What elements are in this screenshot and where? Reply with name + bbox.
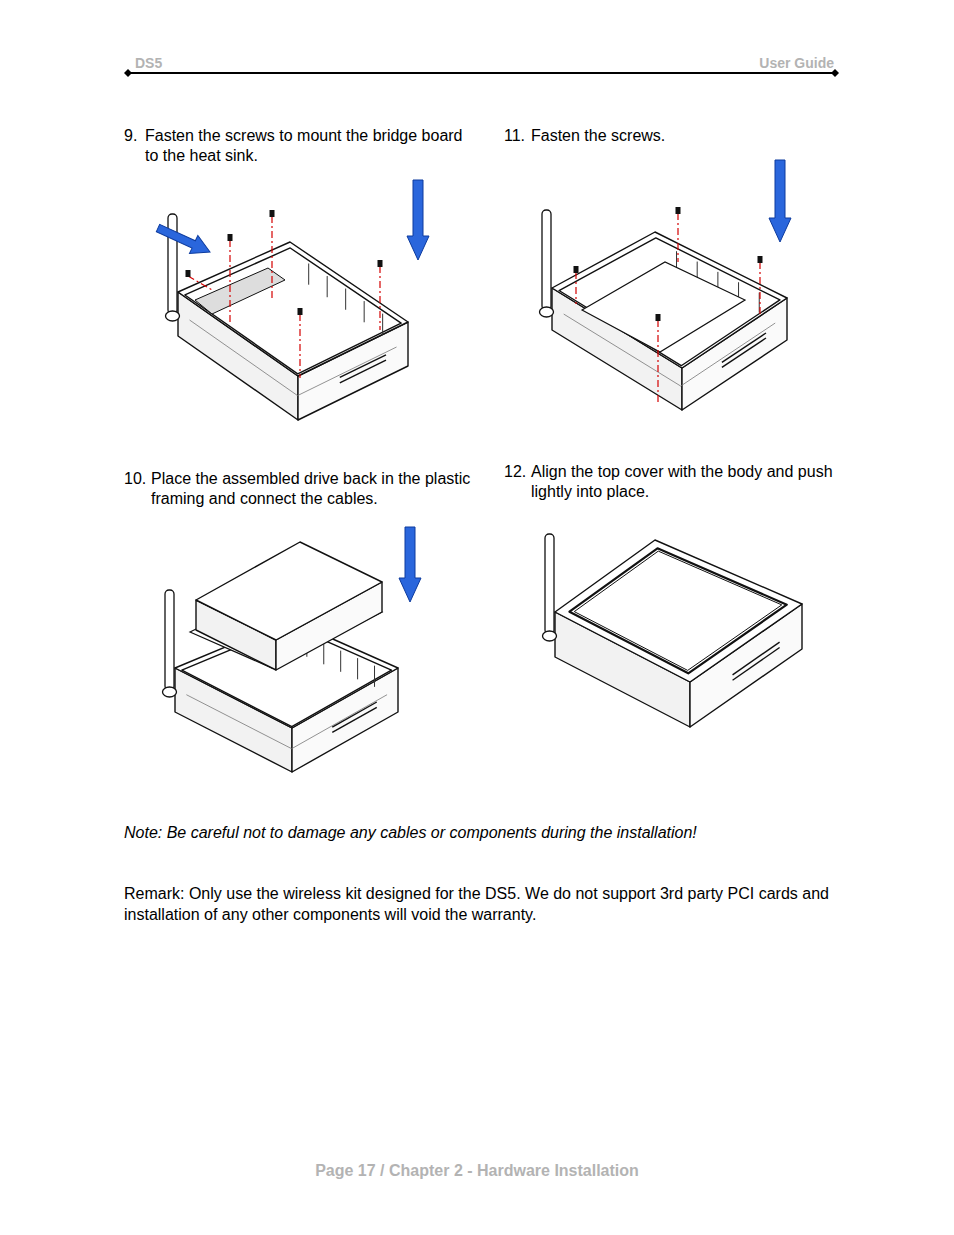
screw [186, 270, 191, 277]
body-text: Fasten the screws. [531, 126, 831, 146]
body-text: Align the top cover with the body and pu… [531, 462, 836, 502]
page-header: User Guide [700, 54, 834, 72]
drive-slot [332, 702, 377, 727]
cover-panel [574, 551, 781, 670]
case-tray [540, 210, 788, 410]
antenna-base [540, 307, 554, 317]
screw-guide [188, 276, 212, 290]
screw-guide [657, 320, 658, 402]
screw [676, 207, 681, 214]
screw-guide [379, 266, 380, 330]
direction-arrow [399, 527, 421, 602]
screw-guide [677, 213, 678, 262]
direction-arrow [154, 219, 214, 261]
drive-slot [722, 333, 766, 362]
rib [340, 651, 341, 672]
closed-case [543, 534, 803, 727]
rib [308, 263, 309, 284]
antenna-base [543, 631, 557, 641]
rib [364, 301, 365, 322]
body-text: Note: Be careful not to damage any cable… [124, 823, 884, 843]
rib [345, 289, 346, 310]
top-rim [196, 542, 382, 640]
inner-floor [186, 695, 387, 749]
page-footer: Page 17 / Chapter 2 - Hardware Installat… [227, 1161, 727, 1181]
cover-panel [569, 548, 786, 673]
antenna [165, 590, 174, 690]
antenna-base [166, 311, 180, 321]
screw-guide [759, 262, 760, 316]
rule-line [128, 72, 835, 74]
header-rule [124, 69, 839, 77]
drive-slot [340, 355, 386, 378]
drive-slot [733, 648, 780, 681]
body-text: Remark: Only use the wireless kit design… [124, 883, 842, 925]
drive-slot [332, 707, 377, 732]
screw [270, 210, 275, 217]
drive-slot [733, 642, 780, 675]
direction-arrow [407, 180, 429, 260]
screw [228, 234, 233, 241]
screw-guide [271, 216, 272, 300]
rib [374, 666, 375, 687]
drive-slot [722, 338, 766, 367]
screw [378, 260, 383, 267]
step-number: 11. [504, 126, 530, 146]
inner-rim [185, 248, 401, 374]
antenna [542, 210, 551, 310]
rule-diamond [124, 69, 132, 77]
step-number: 12. [504, 462, 530, 482]
inner-rim [559, 238, 780, 366]
screw [656, 314, 661, 321]
drive-slot [340, 360, 386, 383]
screw [298, 308, 303, 315]
antenna [545, 534, 554, 634]
rib [382, 314, 383, 335]
rib [327, 276, 328, 297]
top-rim [178, 242, 408, 376]
screw [574, 266, 579, 273]
top-rim [552, 232, 787, 368]
drive-assembly [582, 262, 745, 352]
rib [357, 658, 358, 679]
step-number: 9. [124, 126, 146, 146]
step-number: 10. [124, 469, 152, 489]
body-text: Place the assembled drive back in the pl… [151, 469, 471, 509]
screw-guide [299, 314, 300, 378]
body-text: Fasten the screws to mount the bridge bo… [145, 126, 463, 166]
page-header: DS5 [135, 54, 195, 72]
screw-guide [575, 272, 576, 304]
inner-floor [190, 320, 397, 396]
direction-arrow [769, 160, 791, 242]
rib [323, 643, 324, 664]
screw-guide [229, 240, 230, 322]
antenna-base [163, 687, 177, 697]
drive-assembly [196, 542, 382, 670]
top-rim [555, 540, 802, 682]
screw [758, 256, 763, 263]
